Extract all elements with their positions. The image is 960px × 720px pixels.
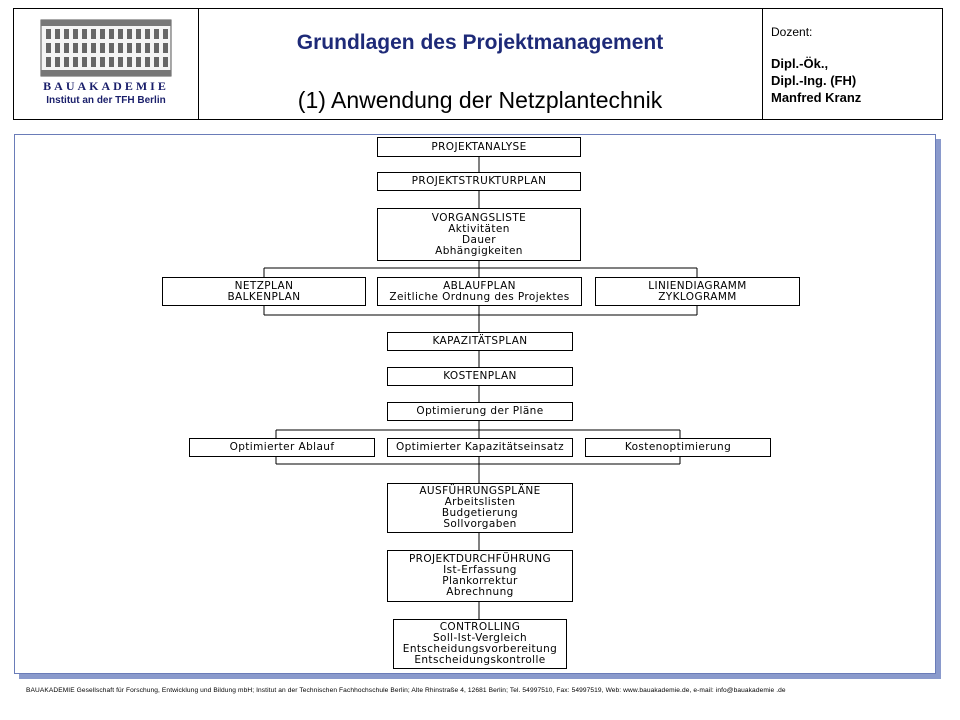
box-vorgangsliste-line: VORGANGSLISTE <box>431 211 527 224</box>
box-optimierung: Optimierung der Pläne <box>387 402 573 421</box>
lecturer-label: Dozent: <box>771 25 813 39</box>
box-controlling: CONTROLLING Soll-Ist-Vergleich Entscheid… <box>393 619 567 669</box>
box-controlling-line: Soll-Ist-Vergleich <box>432 632 528 644</box>
bauakademie-building-logo <box>40 19 172 77</box>
box-liniendiagramm-line: LINIENDIAGRAMM <box>648 279 747 292</box>
box-vorgangsliste: VORGANGSLISTE Aktivitäten Dauer Abhängig… <box>377 208 581 261</box>
box-controlling-line: CONTROLLING <box>439 621 521 633</box>
box-projektdurchfuehrung-line: PROJEKTDURCHFÜHRUNG <box>408 553 552 565</box>
box-optimierter-kapazitaetseinsatz-line: Optimierter Kapazitätseinsatz <box>395 441 565 453</box>
title-area: Grundlagen des Projektmanagement (1) Anw… <box>198 9 762 119</box>
footer-text: BAUAKADEMIE Gesellschaft für Forschung, … <box>26 687 786 694</box>
box-projektdurchfuehrung: PROJEKTDURCHFÜHRUNG Ist-Erfassung Planko… <box>387 550 573 602</box>
lecturer-name: Dipl.-Ök., Dipl.-Ing. (FH) Manfred Kranz <box>771 56 862 105</box>
page-title: Grundlagen des Projektmanagement <box>296 31 664 54</box>
box-kostenplan-line: KOSTENPLAN <box>443 370 517 382</box>
box-projektanalyse: PROJEKTANALYSE <box>377 137 581 157</box>
box-kostenoptimierung: Kostenoptimierung <box>585 438 771 457</box>
logo-area: BAUAKADEMIE Institut an der TFH Berlin <box>14 9 199 119</box>
box-optimierter-kapazitaetseinsatz: Optimierter Kapazitätseinsatz <box>387 438 573 457</box>
box-ausfuehrungsplaene-line: Sollvorgaben <box>443 518 517 530</box>
box-ablaufplan-line: ABLAUFPLAN <box>443 279 516 292</box>
box-ablaufplan-line: Zeitliche Ordnung des Projektes <box>389 290 570 303</box>
logo-name: BAUAKADEMIE <box>43 79 169 93</box>
page-subtitle: (1) Anwendung der Netzplantechnik <box>297 87 663 113</box>
box-projektstrukturplan: PROJEKTSTRUKTURPLAN <box>377 172 581 191</box>
logo-subtitle: Institut an der TFH Berlin <box>46 95 166 106</box>
box-controlling-line: Entscheidungskontrolle <box>414 654 546 666</box>
box-ausfuehrungsplaene-line: Budgetierung <box>441 507 519 519</box>
box-optimierter-ablauf: Optimierter Ablauf <box>189 438 375 457</box>
box-netzplan: NETZPLAN BALKENPLAN <box>162 277 366 306</box>
header-frame: BAUAKADEMIE Institut an der TFH Berlin G… <box>13 8 943 120</box>
box-optimierung-line: Optimierung der Pläne <box>416 405 544 417</box>
box-ablaufplan: ABLAUFPLAN Zeitliche Ordnung des Projekt… <box>377 277 582 306</box>
box-optimierter-ablauf-line: Optimierter Ablauf <box>229 441 335 453</box>
box-projektanalyse-line: PROJEKTANALYSE <box>431 140 527 153</box>
box-netzplan-line: BALKENPLAN <box>227 290 301 303</box>
box-projektstrukturplan-line: PROJEKTSTRUKTURPLAN <box>411 175 547 187</box>
box-kapazitaetsplan: KAPAZITÄTSPLAN <box>387 332 573 351</box>
box-vorgangsliste-line: Aktivitäten <box>448 222 510 235</box>
box-controlling-line: Entscheidungsvorbereitung <box>402 643 558 655</box>
box-ausfuehrungsplaene: AUSFÜHRUNGSPLÄNE Arbeitslisten Budgetier… <box>387 483 573 533</box>
box-kostenplan: KOSTENPLAN <box>387 367 573 386</box>
lecturer-area: Dozent: Dipl.-Ök., Dipl.-Ing. (FH) Manfr… <box>762 9 944 119</box>
box-projektdurchfuehrung-line: Ist-Erfassung <box>443 564 517 576</box>
box-liniendiagramm-line: ZYKLOGRAMM <box>658 290 737 303</box>
box-liniendiagramm: LINIENDIAGRAMM ZYKLOGRAMM <box>595 277 800 306</box>
box-kostenoptimierung-line: Kostenoptimierung <box>624 441 732 453</box>
box-netzplan-line: NETZPLAN <box>234 279 294 292</box>
box-vorgangsliste-line: Abhängigkeiten <box>435 244 523 257</box>
box-ausfuehrungsplaene-line: Arbeitslisten <box>444 496 516 508</box>
box-ausfuehrungsplaene-line: AUSFÜHRUNGSPLÄNE <box>419 485 541 497</box>
box-kapazitaetsplan-line: KAPAZITÄTSPLAN <box>432 335 528 347</box>
box-vorgangsliste-line: Dauer <box>462 233 496 246</box>
box-projektdurchfuehrung-line: Plankorrektur <box>442 575 518 587</box>
box-projektdurchfuehrung-line: Abrechnung <box>446 586 514 598</box>
